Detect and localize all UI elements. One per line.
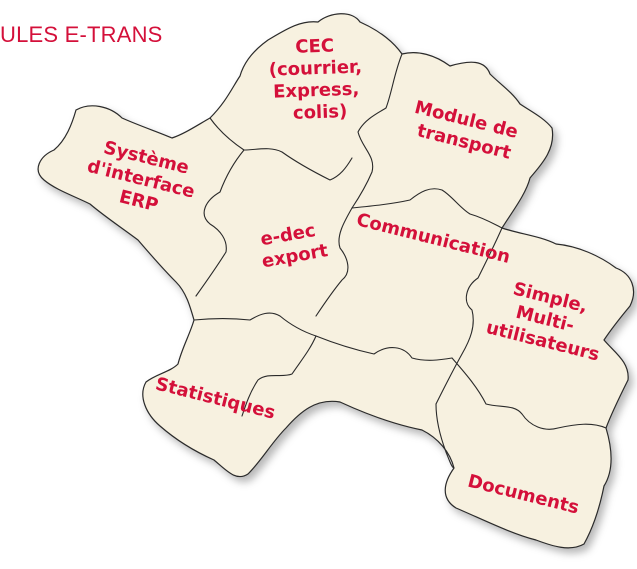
cec-line-4: colis)	[293, 101, 348, 124]
page-title: ULES E-TRANS	[0, 22, 163, 47]
cec-line-3: Express,	[273, 79, 360, 103]
cec-label: CEC (courrier, Express, colis)	[268, 34, 371, 124]
cec-line-1: CEC	[295, 35, 334, 57]
cec-line-2: (courrier,	[268, 56, 362, 80]
piece-cec: CEC (courrier, Express, colis)	[268, 34, 371, 124]
piece-seams	[193, 53, 607, 469]
